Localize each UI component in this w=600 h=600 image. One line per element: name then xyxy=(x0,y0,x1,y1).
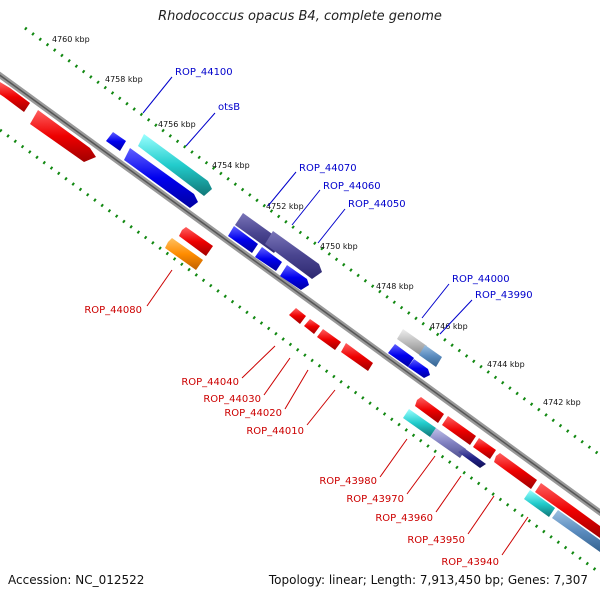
kbp-tick-label: 4754 kbp xyxy=(212,161,250,170)
kbp-tick-label: 4760 kbp xyxy=(52,35,90,44)
kbp-tick-label: 4742 kbp xyxy=(543,398,581,407)
genome-summary: Topology: linear; Length: 7,913,450 bp; … xyxy=(268,573,588,587)
gene-reverse-strand[interactable] xyxy=(179,227,213,256)
gene-label-rop-44100[interactable]: ROP_44100 xyxy=(175,67,233,78)
gene-label-rop-44070[interactable]: ROP_44070 xyxy=(299,163,357,174)
gene-label-rop-43940[interactable]: ROP_43940 xyxy=(441,557,499,568)
gene-forward-strand[interactable] xyxy=(419,345,442,367)
label-leader-line xyxy=(317,208,346,244)
gene-forward-strand[interactable] xyxy=(138,134,212,196)
kbp-tick-label: 4744 kbp xyxy=(487,360,525,369)
lower-tick-track xyxy=(0,128,600,575)
label-leader-line xyxy=(284,369,309,410)
label-leader-line xyxy=(421,283,450,319)
label-leader-line xyxy=(379,438,408,478)
kbp-tick-label: 4746 kbp xyxy=(430,322,468,331)
page-title: Rhodococcus opacus B4, complete genome xyxy=(158,9,442,24)
gene-forward-strand[interactable] xyxy=(388,344,414,367)
gene-reverse-strand[interactable] xyxy=(304,319,320,334)
label-leader-line xyxy=(467,495,495,535)
accession-label: Accession: NC_012522 xyxy=(8,573,145,587)
gene-reverse-strand[interactable] xyxy=(524,490,555,517)
gene-label-rop-43970[interactable]: ROP_43970 xyxy=(346,494,404,505)
label-leader-line xyxy=(241,345,276,379)
label-leader-line xyxy=(263,357,291,396)
label-leader-line xyxy=(501,516,529,556)
gene-reverse-strand[interactable] xyxy=(552,510,600,552)
label-leader-line xyxy=(142,76,173,114)
gene-forward-strand[interactable] xyxy=(228,226,258,253)
gene-forward-strand[interactable] xyxy=(124,148,198,208)
gene-label-rop-43990[interactable]: ROP_43990 xyxy=(475,290,533,301)
gene-label-rop-44010[interactable]: ROP_44010 xyxy=(246,426,304,437)
gene-forward-strand[interactable] xyxy=(397,329,427,356)
gene-forward-strand[interactable] xyxy=(280,265,309,290)
gene-label-rop-44000[interactable]: ROP_44000 xyxy=(452,274,510,285)
gene-reverse-strand[interactable] xyxy=(415,397,444,423)
kbp-tick-label: 4752 kbp xyxy=(266,202,304,211)
gene-reverse-strand[interactable] xyxy=(289,308,306,324)
gene-reverse-strand[interactable] xyxy=(317,329,341,350)
gene-label-rop-43960[interactable]: ROP_43960 xyxy=(375,513,433,524)
label-leader-line xyxy=(435,475,462,513)
gene-forward-strand[interactable] xyxy=(106,132,126,151)
gene-reverse-strand[interactable] xyxy=(430,428,466,458)
gene-reverse-strand[interactable] xyxy=(0,82,30,112)
upper-tick-track xyxy=(24,26,600,457)
gene-label-rop-44020[interactable]: ROP_44020 xyxy=(224,408,282,419)
gene-reverse-strand[interactable] xyxy=(30,110,96,162)
kbp-tick-label: 4756 kbp xyxy=(158,120,196,129)
gene-forward-strand[interactable] xyxy=(255,247,282,271)
gene-forward-strand[interactable] xyxy=(408,359,430,378)
gene-label-rop-44050[interactable]: ROP_44050 xyxy=(348,199,406,210)
gene-reverse-strand[interactable] xyxy=(494,453,537,489)
label-leader-line xyxy=(406,455,436,495)
gene-reverse-strand[interactable] xyxy=(458,448,486,468)
gene-label-rop-44040[interactable]: ROP_44040 xyxy=(181,377,239,388)
kbp-tick-label: 4748 kbp xyxy=(376,282,414,291)
label-leader-line xyxy=(146,269,173,307)
kbp-tick-label: 4750 kbp xyxy=(320,242,358,251)
gene-label-rop-44080[interactable]: ROP_44080 xyxy=(84,305,142,316)
kbp-tick-label: 4758 kbp xyxy=(105,75,143,84)
label-leader-line xyxy=(267,171,297,207)
gene-label-rop-43980[interactable]: ROP_43980 xyxy=(319,476,377,487)
gene-reverse-strand[interactable] xyxy=(442,416,476,445)
gene-reverse-strand[interactable] xyxy=(403,409,436,437)
label-leader-line xyxy=(185,112,216,147)
label-leader-line xyxy=(306,389,336,426)
gene-reverse-strand[interactable] xyxy=(165,238,203,270)
gene-reverse-strand[interactable] xyxy=(341,343,373,371)
gene-label-rop-44030[interactable]: ROP_44030 xyxy=(203,394,261,405)
gene-label-otsb[interactable]: otsB xyxy=(218,102,240,113)
gene-forward-strand[interactable] xyxy=(265,231,322,279)
gene-label-rop-44060[interactable]: ROP_44060 xyxy=(323,181,381,192)
gene-reverse-strand[interactable] xyxy=(473,438,496,459)
label-leader-line xyxy=(439,299,473,335)
gene-reverse-strand[interactable] xyxy=(535,483,600,538)
label-leader-line xyxy=(291,189,321,226)
gene-label-rop-43950[interactable]: ROP_43950 xyxy=(407,535,465,546)
